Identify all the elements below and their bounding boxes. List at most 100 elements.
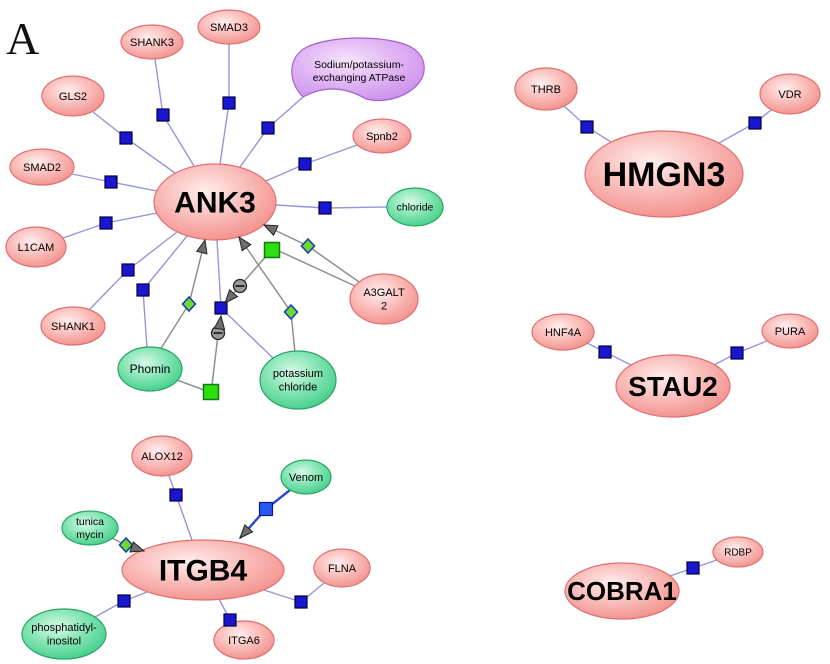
edge-blue — [168, 475, 193, 541]
node-shape-ellipse — [153, 163, 277, 241]
node-label: mycin — [76, 529, 104, 541]
interaction-square-marker — [261, 121, 275, 135]
node-label: PURA — [775, 326, 806, 338]
node-label: phosphatidyl- — [31, 622, 97, 634]
node-spnb2: Spnb2 — [352, 118, 412, 154]
node-shape-ellipse — [9, 148, 75, 186]
node-shape-ellipse — [21, 608, 107, 660]
node-shape-ellipse — [352, 118, 412, 154]
node-label: FLNA — [328, 563, 357, 575]
node-smad3: SMAD3 — [197, 9, 261, 45]
node-label: Spnb2 — [366, 131, 398, 143]
interaction-square-marker — [119, 131, 133, 145]
interaction-square-marker — [104, 175, 118, 189]
node-label: SHANK3 — [130, 37, 174, 49]
node-gls2: GLS2 — [41, 75, 105, 117]
node-label: Venom — [289, 472, 323, 484]
node-itgb4: ITGB4 — [121, 539, 285, 601]
node-phosphatidyl-inositol: phosphatidyl-inositol — [21, 608, 107, 660]
node-shape-ellipse — [117, 346, 183, 392]
node-label: ALOX12 — [141, 451, 183, 463]
node-na-k-atpase: Sodium/potassium-exchanging ATPase — [291, 37, 425, 102]
node-shape-ellipse — [349, 273, 419, 325]
interaction-square-marker — [222, 96, 236, 110]
binding-diamond-marker — [118, 536, 134, 554]
node-label: Sodium/potassium- — [314, 59, 404, 71]
node-shape-ellipse — [531, 313, 595, 351]
node-cobra1: COBRA1 — [564, 562, 680, 620]
inhibition-circle-marker — [232, 278, 248, 294]
node-shape-ellipse — [120, 24, 184, 60]
node-vdr: VDR — [759, 73, 821, 115]
binding-diamond-marker — [181, 295, 197, 313]
edge-gray — [159, 239, 206, 351]
node-shape-blob — [291, 37, 425, 102]
interaction-square-marker — [294, 595, 308, 609]
node-thrb: THRB — [514, 67, 578, 111]
node-label: exchanging ATPase — [313, 72, 406, 84]
node-label: Phomin — [130, 362, 171, 376]
node-shape-ellipse — [131, 435, 193, 477]
interaction-square-marker-bright — [258, 501, 274, 517]
node-shape-ellipse — [280, 459, 332, 495]
node-shank3: SHANK3 — [120, 24, 184, 60]
node-shape-ellipse — [213, 620, 275, 660]
interaction-square-marker — [730, 346, 744, 360]
node-phomin: Phomin — [117, 346, 183, 392]
interaction-square-marker — [223, 613, 237, 627]
arrowhead-marker — [129, 541, 146, 553]
node-hmgn3: HMGN3 — [584, 130, 744, 218]
interaction-square-marker — [580, 120, 594, 134]
node-label: VDR — [778, 89, 801, 101]
node-label: THRB — [531, 84, 561, 96]
node-stau2: STAU2 — [615, 354, 731, 418]
edge-gray — [278, 250, 356, 287]
arrowhead-marker — [224, 288, 239, 305]
node-shape-ellipse — [584, 130, 744, 218]
node-shape-ellipse — [313, 548, 371, 588]
arrowhead-marker — [239, 523, 254, 540]
node-shape-ellipse — [564, 562, 680, 620]
interaction-square-marker — [99, 216, 113, 230]
panel-letter: A — [6, 13, 40, 64]
reaction-square-marker — [263, 241, 281, 259]
node-shape-ellipse — [259, 350, 337, 410]
node-label: GLS2 — [59, 91, 87, 103]
node-shape-ellipse — [761, 313, 819, 349]
node-label: tunica — [76, 516, 104, 528]
node-label: STAU2 — [628, 371, 718, 402]
interaction-square-marker — [169, 488, 183, 502]
interaction-square-marker — [298, 157, 312, 171]
interaction-square-marker — [598, 345, 612, 359]
arrowhead-marker — [195, 238, 208, 255]
reaction-square-marker — [202, 383, 220, 401]
node-shape-ellipse — [41, 75, 105, 117]
node-rdbp: RDBP — [712, 536, 764, 568]
node-label: RDBP — [724, 548, 752, 559]
node-label: SMAD3 — [210, 22, 248, 34]
binding-diamond-marker — [283, 303, 299, 321]
node-smad2: SMAD2 — [9, 148, 75, 186]
node-label: HNF4A — [545, 327, 582, 339]
node-shank1: SHANK1 — [40, 306, 106, 346]
interaction-square-marker — [214, 301, 228, 315]
interaction-square-marker — [136, 283, 150, 297]
node-shape-ellipse — [759, 73, 821, 115]
node-label: HMGN3 — [603, 156, 726, 194]
node-pura: PURA — [761, 313, 819, 349]
node-shape-ellipse — [514, 67, 578, 111]
node-l1cam: L1CAM — [5, 226, 67, 268]
node-itga6: ITGA6 — [213, 620, 275, 660]
node-label: potassium — [273, 368, 323, 380]
arrowhead-marker — [262, 224, 279, 237]
binding-diamond-marker — [300, 237, 316, 255]
node-label: ANK3 — [174, 187, 256, 220]
arrowhead-marker — [213, 314, 226, 331]
interaction-square-marker — [748, 116, 762, 130]
interaction-square-marker — [117, 594, 131, 608]
node-flna: FLNA — [313, 548, 371, 588]
